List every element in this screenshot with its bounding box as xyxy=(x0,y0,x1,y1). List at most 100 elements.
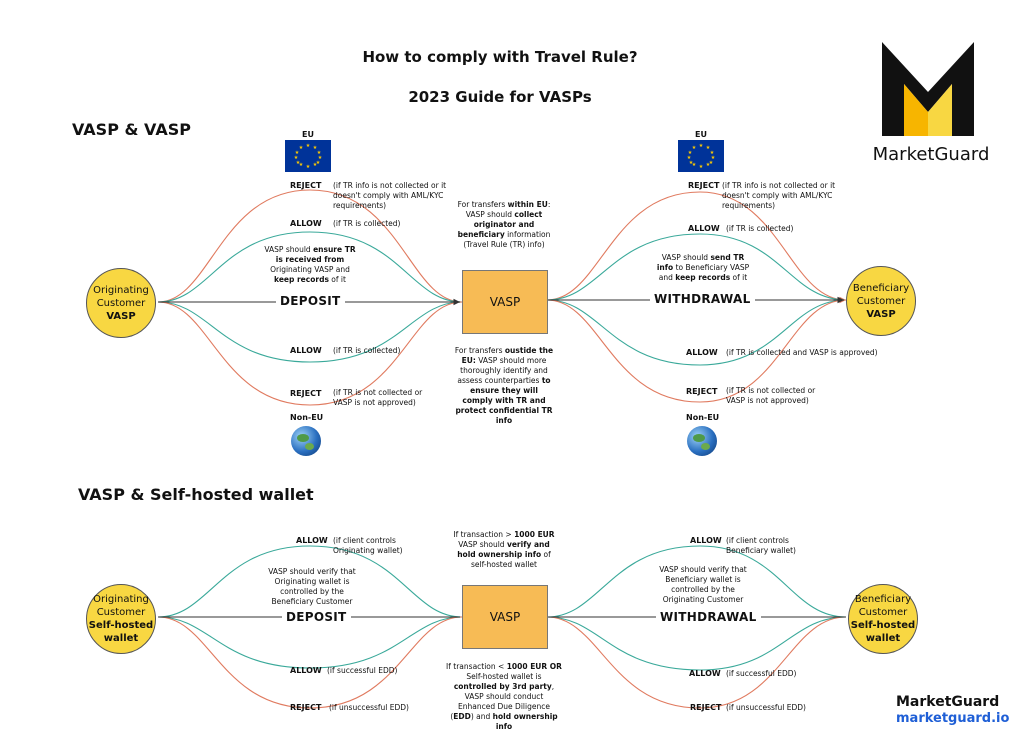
svg-text:★: ★ xyxy=(313,145,318,151)
eu-label-left: EU xyxy=(302,130,314,139)
allow-label: ALLOW xyxy=(290,219,322,228)
svg-text:★: ★ xyxy=(706,162,711,168)
line-right-reject-top xyxy=(546,191,847,304)
section-heading-self-hosted: VASP & Self-hosted wallet xyxy=(78,485,314,504)
deposit-label: DEPOSIT xyxy=(276,294,345,308)
line-left-reject-bottom xyxy=(157,301,463,406)
allow-label: ALLOW xyxy=(296,536,328,545)
above-threshold-note: If transaction > 1000 EUR VASP should ve… xyxy=(453,530,555,569)
reject-label: REJECT xyxy=(688,181,720,190)
globe-icon xyxy=(687,426,717,456)
reject-label: REJECT xyxy=(290,389,322,398)
reject-label: REJECT xyxy=(690,703,722,712)
marketguard-logo-icon xyxy=(880,40,976,136)
line-right-reject-bottom xyxy=(546,299,847,403)
page-title: How to comply with Travel Rule? xyxy=(362,48,638,66)
reject-note: (if unsuccessful EDD) xyxy=(726,703,806,712)
noneu-label-left: Non-EU xyxy=(290,413,324,422)
footer-url-link[interactable]: marketguard.io xyxy=(896,711,1010,726)
logo-brand-text: MarketGuard xyxy=(872,144,990,165)
withdrawal-label: WITHDRAWAL xyxy=(656,610,761,624)
svg-text:★: ★ xyxy=(709,160,714,166)
svg-text:★: ★ xyxy=(687,155,692,161)
allow-label: ALLOW xyxy=(689,669,721,678)
allow-note: (if TR is collected and VASP is approved… xyxy=(726,348,878,357)
svg-text:★: ★ xyxy=(318,155,323,161)
svg-text:★: ★ xyxy=(299,162,304,168)
eu-label-right: EU xyxy=(695,130,707,139)
allow-label: ALLOW xyxy=(690,536,722,545)
line-left-allow-top xyxy=(157,231,463,303)
line-b-right-reject-bottom xyxy=(546,616,847,709)
line-b-right-allow-bottom xyxy=(546,616,847,671)
left-vasp-note: VASP should ensure TR is received from O… xyxy=(264,245,356,284)
svg-text:★: ★ xyxy=(692,162,697,168)
line-b-right-allow-top xyxy=(546,545,847,618)
svg-text:★: ★ xyxy=(316,160,321,166)
allow-label: ALLOW xyxy=(290,666,322,675)
allow-note: (if client controls Beneficiary wallet) xyxy=(726,536,796,555)
line-b-left-allow-top xyxy=(157,545,463,618)
reject-note: (if TR info is not collected or it doesn… xyxy=(722,181,836,210)
withdrawal-label: WITHDRAWAL xyxy=(650,292,755,306)
svg-text:★: ★ xyxy=(710,150,715,156)
svg-text:★: ★ xyxy=(306,164,311,170)
right-wallet-note: VASP should verify that Beneficiary wall… xyxy=(659,565,747,604)
line-right-allow-bottom xyxy=(546,299,847,366)
vasp-box-bottom: VASP xyxy=(462,585,548,649)
allow-label: ALLOW xyxy=(290,346,322,355)
svg-text:★: ★ xyxy=(699,143,704,149)
page-subtitle: 2023 Guide for VASPs xyxy=(408,88,592,106)
allow-label: ALLOW xyxy=(688,224,720,233)
eu-flag-icon: ★★★★★★★★★★★★ xyxy=(678,140,724,172)
noneu-label-right: Non-EU xyxy=(686,413,720,422)
allow-label: ALLOW xyxy=(686,348,718,357)
section-heading-vasp-vasp: VASP & VASP xyxy=(72,120,191,139)
svg-text:★: ★ xyxy=(299,145,304,151)
svg-text:★: ★ xyxy=(711,155,716,161)
reject-note: (if unsuccessful EDD) xyxy=(329,703,409,712)
allow-note: (if successful EDD) xyxy=(726,669,797,678)
reject-note: (if TR is not collected or VASP is not a… xyxy=(726,386,816,405)
globe-icon xyxy=(291,426,321,456)
right-vasp-note: VASP should send TR info to Beneficiary … xyxy=(656,253,750,282)
reject-label: REJECT xyxy=(290,181,322,190)
line-b-left-allow-bottom xyxy=(157,616,463,669)
svg-text:★: ★ xyxy=(306,143,311,149)
svg-text:★: ★ xyxy=(296,160,301,166)
line-right-allow-top xyxy=(546,233,847,301)
footer-brand: MarketGuard xyxy=(896,694,1000,710)
svg-text:★: ★ xyxy=(692,145,697,151)
reject-note: (if TR is not collected or VASP is not a… xyxy=(333,388,423,407)
noneu-transfer-note: For transfers oustide the EU: VASP shoul… xyxy=(454,346,554,425)
svg-text:★: ★ xyxy=(317,150,322,156)
left-wallet-note: VASP should verify that Originating wall… xyxy=(268,567,356,606)
allow-note: (if successful EDD) xyxy=(327,666,398,675)
svg-text:★: ★ xyxy=(294,155,299,161)
allow-note: (if client controls Originating wallet) xyxy=(333,536,403,555)
beneficiary-customer-vasp-node: Beneficiary Customer VASP xyxy=(846,266,916,336)
svg-text:★: ★ xyxy=(295,150,300,156)
beneficiary-customer-wallet-node: Beneficiary Customer Self-hosted wallet xyxy=(848,584,918,654)
svg-text:★: ★ xyxy=(699,164,704,170)
allow-note: (if TR is collected) xyxy=(333,219,401,228)
line-b-left-reject-bottom xyxy=(157,616,463,709)
allow-note: (if TR is collected) xyxy=(333,346,401,355)
line-left-reject-top xyxy=(157,189,463,303)
deposit-label: DEPOSIT xyxy=(282,610,351,624)
eu-transfer-note: For transfers within EU: VASP should col… xyxy=(457,200,551,249)
reject-label: REJECT xyxy=(686,387,718,396)
svg-text:★: ★ xyxy=(688,150,693,156)
svg-text:★: ★ xyxy=(313,162,318,168)
eu-flag-icon: ★★★★★★★★★★★★ xyxy=(285,140,331,172)
originating-customer-vasp-node: Originating Customer VASP xyxy=(86,268,156,338)
svg-text:★: ★ xyxy=(689,160,694,166)
originating-customer-wallet-node: Originating Customer Self-hosted wallet xyxy=(86,584,156,654)
reject-label: REJECT xyxy=(290,703,322,712)
below-threshold-note: If transaction < 1000 EUR OR Self-hosted… xyxy=(446,662,562,731)
svg-text:★: ★ xyxy=(706,145,711,151)
vasp-box-top: VASP xyxy=(462,270,548,334)
line-left-allow-bottom xyxy=(157,301,463,363)
reject-note: (if TR info is not collected or it doesn… xyxy=(333,181,447,210)
allow-note: (if TR is collected) xyxy=(726,224,794,233)
